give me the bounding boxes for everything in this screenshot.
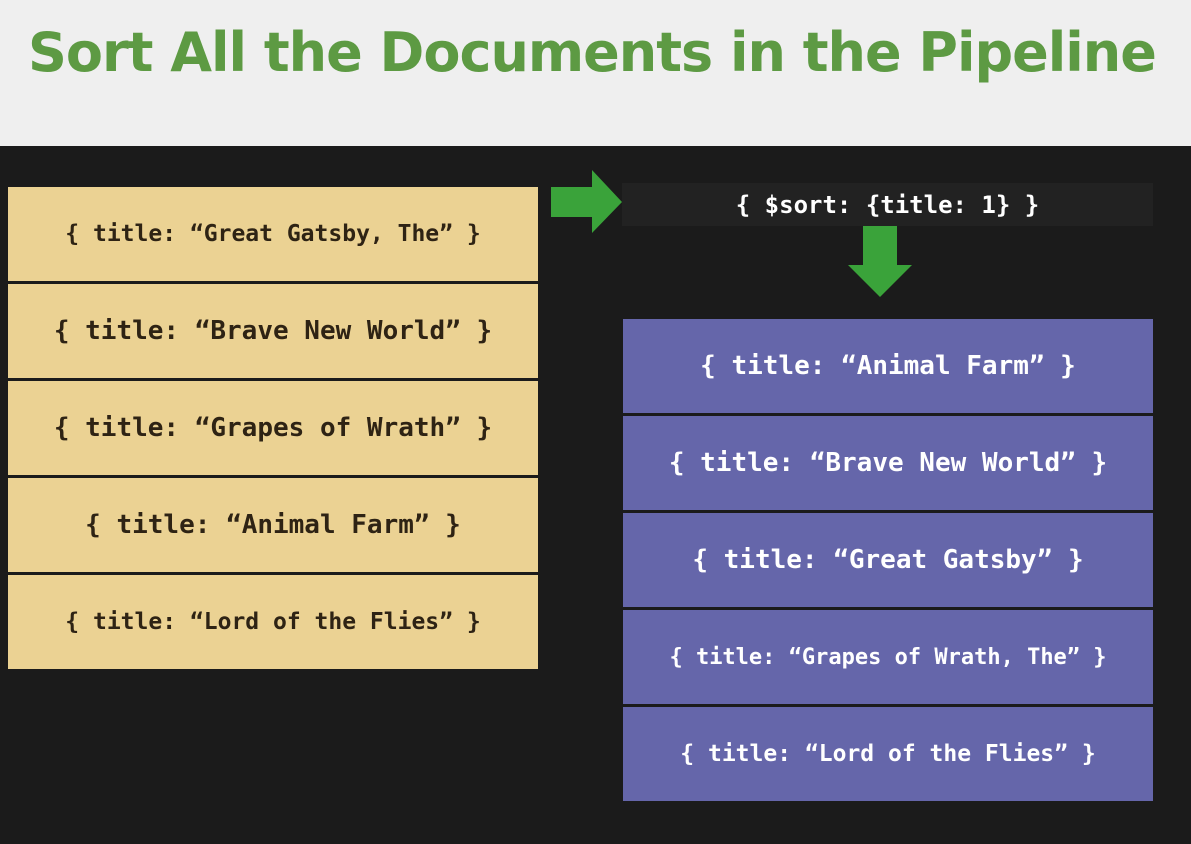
sort-stage: { $sort: {title: 1} }	[622, 183, 1153, 226]
input-document: { title: “Brave New World” }	[8, 284, 538, 378]
output-document: { title: “Animal Farm” }	[623, 319, 1153, 413]
output-document: { title: “Brave New World” }	[623, 416, 1153, 510]
input-document: { title: “Lord of the Flies” }	[8, 575, 538, 669]
down-arrow-icon	[848, 226, 912, 297]
page-title: Sort All the Documents in the Pipeline	[28, 21, 1157, 84]
output-document: { title: “Lord of the Flies” }	[623, 707, 1153, 801]
output-document: { title: “Great Gatsby” }	[623, 513, 1153, 607]
header-bar: Sort All the Documents in the Pipeline	[0, 0, 1191, 146]
input-document: { title: “Great Gatsby, The” }	[8, 187, 538, 281]
right-arrow-icon	[551, 170, 622, 233]
input-document: { title: “Animal Farm” }	[8, 478, 538, 572]
output-document: { title: “Grapes of Wrath, The” }	[623, 610, 1153, 704]
input-document: { title: “Grapes of Wrath” }	[8, 381, 538, 475]
